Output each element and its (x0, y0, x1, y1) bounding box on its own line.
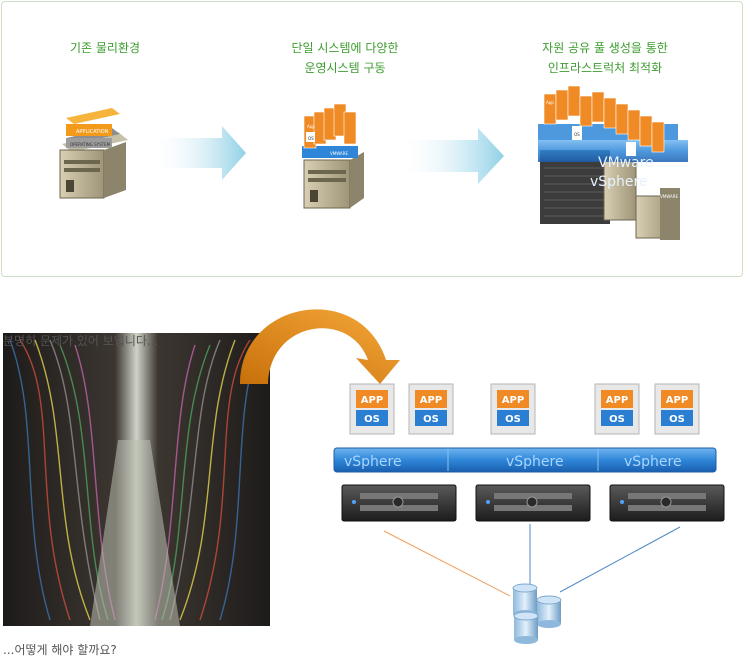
vm-card: APP OS (349, 383, 395, 435)
svg-text:VMWARE: VMWARE (330, 151, 348, 156)
stage3-title: 자원 공유 풀 생성을 통한 인프라스트럭처 최적화 (542, 41, 668, 75)
vsphere-bar: vSphere vSphere vSphere (333, 447, 717, 473)
stage1-physical-server: APPLICATION OPERATING SYSTEM (59, 108, 128, 199)
svg-text:OS: OS (423, 414, 439, 425)
rack-server (341, 484, 457, 522)
caption-question: ...어떻게 해야 할까요? (3, 643, 117, 657)
stage1-os-label: OPERATING SYSTEM (70, 142, 111, 147)
messy-datacenter-photo (3, 333, 270, 626)
database-storage-icon (512, 583, 562, 644)
vsphere-label-1: vSphere (344, 454, 402, 470)
stage2-title: 단일 시스템에 다양한 운영시스템 구동 (291, 41, 399, 75)
stage3-resource-pool: VMware vSphere VMWARE App OS (538, 85, 688, 240)
stage3-vm-stacks: App OS (543, 85, 665, 156)
vm-cards: APP OS APP OS APP OS APP OS (349, 383, 700, 435)
rack-servers (341, 484, 725, 522)
arrow-right-icon-2 (398, 128, 504, 184)
svg-text:OS: OS (609, 414, 625, 425)
svg-text:OS: OS (505, 414, 521, 425)
arrow-right-icon (150, 126, 246, 180)
orange-curve-arrow-icon (240, 309, 400, 384)
rack-server (609, 484, 725, 522)
vmware-label: VMware (598, 155, 654, 171)
svg-text:App: App (307, 124, 315, 129)
storage-connectors (383, 524, 681, 597)
stage1-app-label: APPLICATION (76, 129, 109, 135)
svg-text:OS: OS (364, 414, 380, 425)
vm-card: APP OS (594, 383, 640, 435)
svg-text:APP: APP (666, 395, 688, 406)
stage2-virtualized-server: VMWARE App OS (302, 103, 364, 209)
svg-text:OS: OS (669, 414, 685, 425)
svg-text:APP: APP (606, 395, 628, 406)
vm-card: APP OS (490, 383, 536, 435)
stage1-title: 기존 물리환경 (69, 41, 141, 55)
svg-text:OS: OS (574, 132, 580, 137)
svg-text:APP: APP (420, 395, 442, 406)
vsphere-label: vSphere (590, 174, 648, 190)
vm-card: APP OS (408, 383, 454, 435)
vsphere-label-3: vSphere (624, 454, 682, 470)
vsphere-label-2: vSphere (506, 454, 564, 470)
stage2-vm-stack: App OS (303, 103, 357, 149)
svg-text:APP: APP (361, 395, 383, 406)
svg-text:App: App (546, 100, 554, 105)
svg-text:OS: OS (308, 136, 314, 141)
vm-card: APP OS (654, 383, 700, 435)
svg-text:APP: APP (502, 395, 524, 406)
rack-server (475, 484, 591, 522)
svg-text:VMWARE: VMWARE (660, 194, 678, 199)
caption-problem: 분명히 문제가 있어 보입니다... (3, 334, 159, 348)
